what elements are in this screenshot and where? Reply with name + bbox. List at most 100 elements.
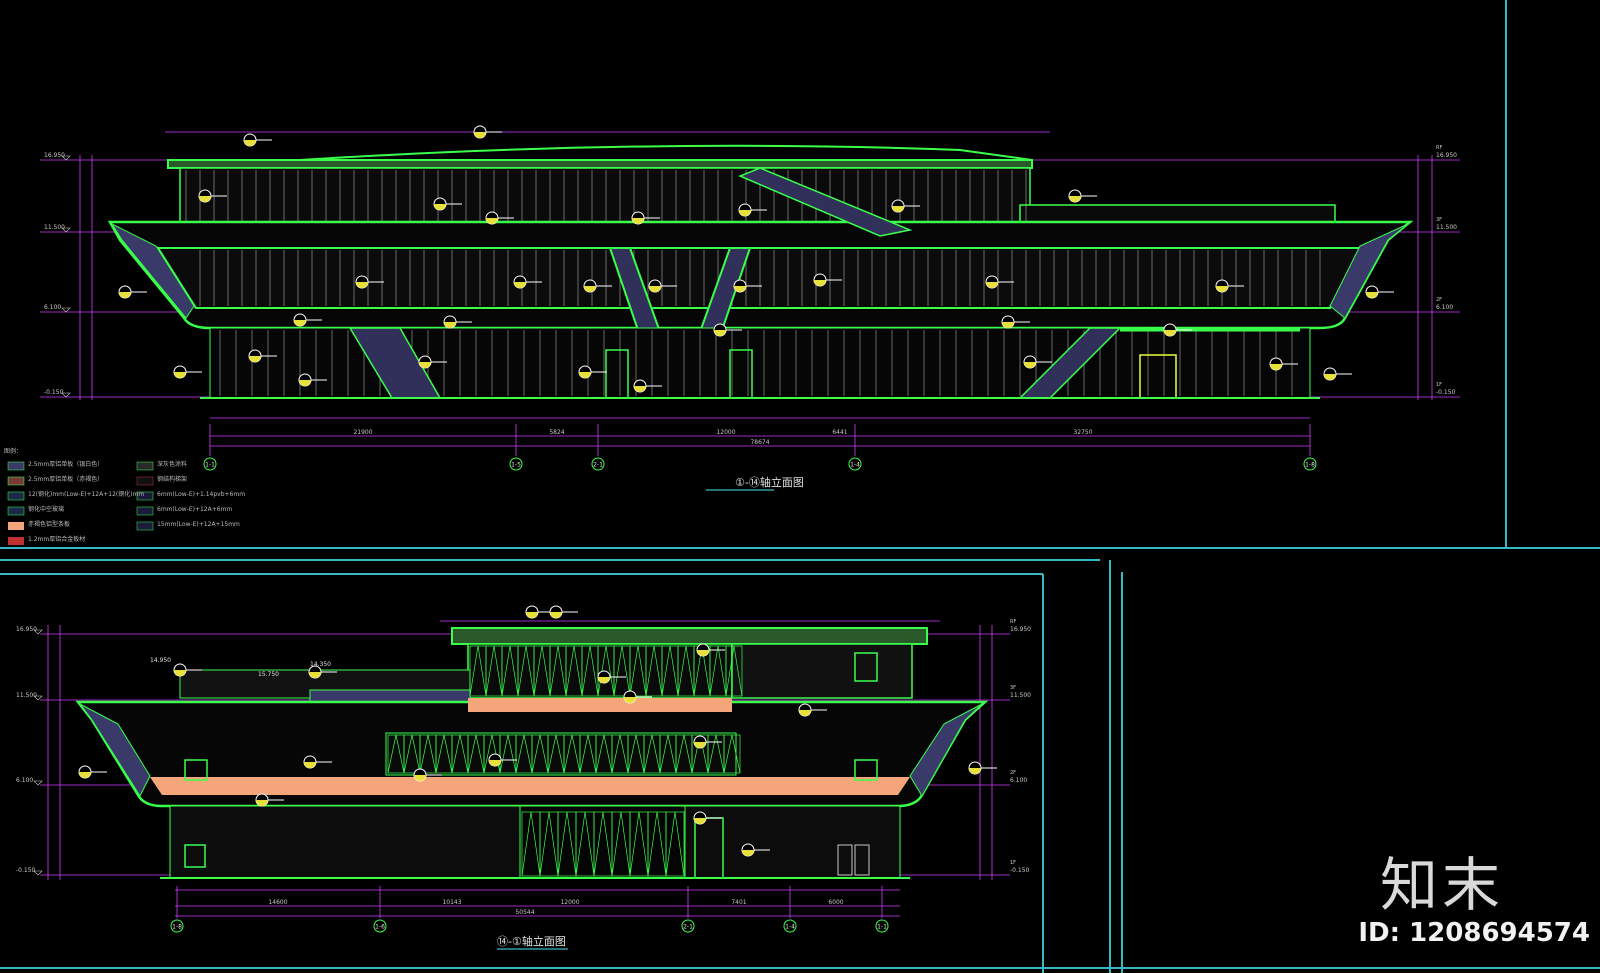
- glazing-brace: [493, 645, 503, 697]
- callout-fill: [244, 140, 256, 146]
- glazing-brace: [667, 734, 677, 774]
- glazing-brace: [725, 645, 735, 697]
- glazing-brace: [605, 645, 615, 697]
- callout-fill: [486, 218, 498, 224]
- glazing-brace: [629, 811, 640, 877]
- glazing-brace: [589, 645, 599, 697]
- callout-fill: [550, 612, 562, 618]
- glazing-brace: [443, 734, 453, 774]
- glazing-brace: [467, 734, 477, 774]
- dimension-label: 5824: [549, 429, 564, 436]
- axis-label: 1-4: [785, 924, 795, 931]
- brand-logo: 知末: [1379, 851, 1504, 919]
- axis-bubble: [591, 457, 605, 471]
- glazing-brace: [411, 734, 421, 774]
- upper-elevation-title: ①-⑭轴立面图: [735, 475, 804, 489]
- glazing-brace: [485, 645, 495, 697]
- dimension-label: 7401: [731, 899, 746, 906]
- legend-item-r4: 6mm(Low-E)+12A+6mm: [157, 506, 233, 513]
- callout-fill: [514, 282, 526, 288]
- glazing-brace: [549, 645, 559, 697]
- callout-fill: [649, 286, 661, 292]
- glazing-brace: [733, 645, 743, 697]
- glazing-brace: [517, 645, 527, 697]
- axis-bubble: [783, 919, 797, 933]
- level-tag: RF: [1010, 619, 1016, 625]
- glazing-brace: [707, 734, 717, 774]
- glazing-brace: [565, 645, 575, 697]
- glazing-brace: [647, 811, 658, 877]
- glazing-brace: [501, 645, 511, 697]
- dimension-label: 32750: [1073, 429, 1092, 436]
- glazing-brace: [653, 645, 663, 697]
- axis-label: 2-1: [593, 462, 603, 469]
- legend-item-r1: 深灰色涂料: [157, 461, 188, 468]
- glazing-brace: [659, 734, 669, 774]
- legend-item-1: 2.5mm厚铝单板（银白色）: [28, 461, 104, 468]
- legend-item-r5: 15mm(Low-E)+12A+15mm: [157, 521, 240, 528]
- callout-fill: [1270, 364, 1282, 370]
- callout-fill: [1002, 322, 1014, 328]
- axis-label: 1-1: [205, 462, 215, 469]
- glazing-brace: [611, 734, 621, 774]
- glazing-brace: [531, 734, 541, 774]
- glazing-brace: [575, 811, 586, 877]
- level-triangle: [33, 870, 43, 876]
- axis-bubble: [681, 919, 695, 933]
- callout-fill: [579, 372, 591, 378]
- legend-item-4: 钢化中空玻璃: [28, 506, 65, 513]
- callout-fill: [1069, 196, 1081, 202]
- level-triangle: [33, 780, 43, 786]
- callout-fill: [892, 206, 904, 212]
- glazing-brace: [595, 734, 605, 774]
- glazing-brace: [587, 734, 597, 774]
- glazing-brace: [571, 734, 581, 774]
- legend-item-r2: 钢结构梯架: [157, 476, 188, 483]
- glazing-brace: [665, 811, 676, 877]
- level-label-left: 16.950: [16, 626, 37, 633]
- glazing-brace: [419, 734, 429, 774]
- callout-fill: [598, 677, 610, 683]
- axis-bubble: [509, 457, 523, 471]
- legend-item-r3: 6mm(Low-E)+1.14pvb+6mm: [157, 491, 246, 498]
- glazing-brace: [515, 734, 525, 774]
- callout-fill: [1366, 292, 1378, 298]
- glazing-brace: [523, 734, 533, 774]
- level-label-left: 11.500: [44, 224, 65, 231]
- callout-fill: [1024, 362, 1036, 368]
- glazing-brace: [645, 645, 655, 697]
- callout-fill: [694, 742, 706, 748]
- glazing-brace: [619, 734, 629, 774]
- total-dimension-label: 78674: [750, 439, 769, 446]
- callout-fill: [742, 850, 754, 856]
- glazing-brace: [573, 645, 583, 697]
- level-label-right: 16.950: [1010, 626, 1031, 633]
- glazing-brace: [427, 734, 437, 774]
- axis-label: 1-8: [172, 924, 182, 931]
- axis-bubble: [1303, 457, 1317, 471]
- level-triangle: [61, 227, 71, 233]
- level-triangle: [33, 695, 43, 701]
- callout-fill: [414, 775, 426, 781]
- lower-elevation-title: ⑭-①轴立面图: [497, 934, 566, 948]
- glazing-brace: [581, 645, 591, 697]
- level-tag: RF: [1436, 145, 1442, 151]
- callout-fill: [119, 292, 131, 298]
- lower-title: ⑭-①轴立面图: [497, 934, 568, 950]
- spot-level-label: 14.350: [310, 661, 331, 668]
- image-id-label: ID: 1208694574: [1358, 918, 1590, 948]
- glazing-brace: [451, 734, 461, 774]
- callout-fill: [1324, 374, 1336, 380]
- level-label-left: 6.100: [44, 304, 61, 311]
- glazing-brace: [723, 734, 733, 774]
- glazing-brace: [395, 734, 405, 774]
- level-tag: 3F: [1010, 685, 1016, 691]
- callout-fill: [356, 282, 368, 288]
- glazing-brace: [525, 645, 535, 697]
- callout-fill: [249, 356, 261, 362]
- callout-fill: [174, 670, 186, 676]
- level-label-left: -0.150: [16, 867, 36, 874]
- callout-fill: [444, 322, 456, 328]
